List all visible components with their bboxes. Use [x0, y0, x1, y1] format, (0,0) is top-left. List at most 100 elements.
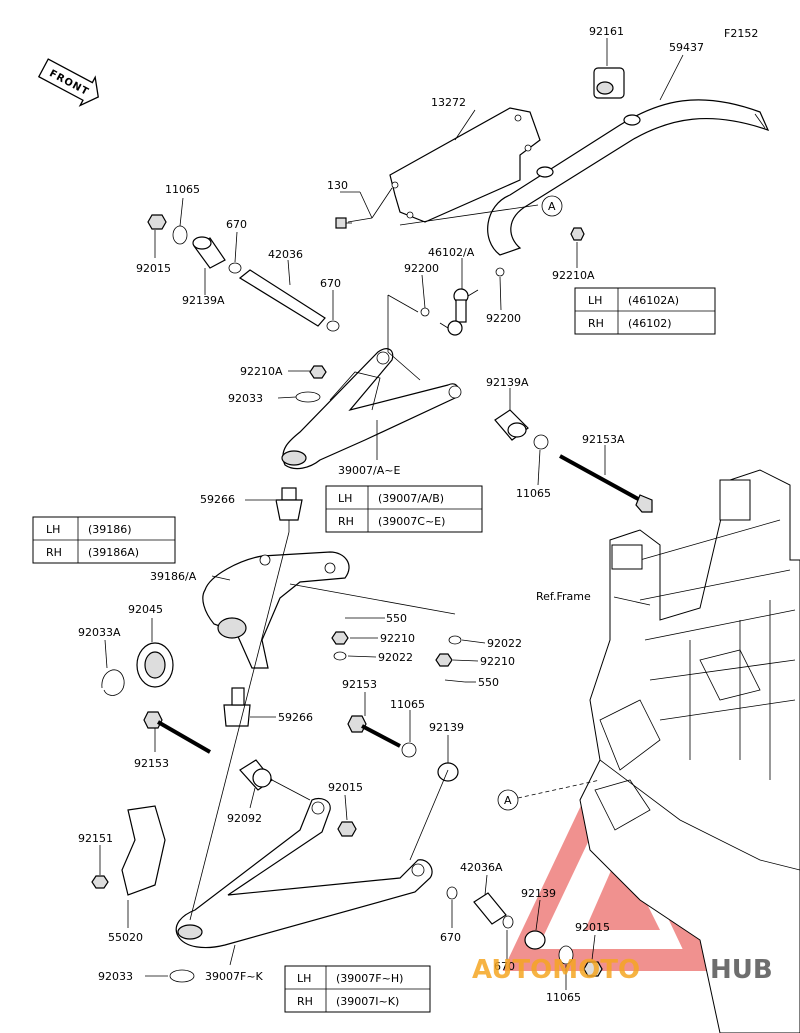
oring-670-a [228, 262, 242, 274]
watermark-text-hub: HUB [710, 955, 773, 985]
bolt-130 [335, 217, 352, 229]
callout-11065-bottom: 11065 [546, 991, 581, 1004]
callout-labels: 92161 59437 13272 130 11065 670 42036 92… [78, 25, 704, 1004]
callout-39186A: 39186/A [150, 570, 197, 583]
frame [579, 469, 800, 1033]
bolt-92153-left [143, 711, 211, 754]
callout-39007FK: 39007F~K [205, 970, 264, 983]
callout-42036A: 42036A [460, 861, 503, 874]
callout-92033-bottom: 92033 [98, 970, 133, 983]
nut-92210A-left [309, 365, 327, 379]
bushing-92161 [593, 67, 625, 99]
callout-92161: 92161 [589, 25, 624, 38]
nut-92015-top [147, 214, 167, 230]
callout-92139: 92139 [429, 721, 464, 734]
bushing-92092 [239, 759, 273, 791]
callout-92015-low: 92015 [575, 921, 610, 934]
oring-670-d [502, 915, 514, 929]
callout-92151: 92151 [78, 832, 113, 845]
bolt-92153A [559, 454, 653, 513]
ball-joint-59266-top [275, 487, 303, 532]
figure-code: F2152 [724, 27, 758, 40]
bushing-92139A-top [192, 236, 226, 269]
collar-42036A [473, 892, 507, 925]
callout-670-a: 670 [226, 218, 247, 231]
callout-92210A-top: 92210A [552, 269, 595, 282]
washer-11065-bottom [558, 945, 574, 965]
svg-text:(39007F~H): (39007F~H) [336, 972, 403, 985]
svg-text:RH: RH [297, 995, 313, 1008]
callout-92200-a: 92200 [404, 262, 439, 275]
callout-92139A-right: 92139A [486, 376, 529, 389]
svg-text:LH: LH [588, 294, 602, 307]
callout-39007AE: 39007/A~E [338, 464, 400, 477]
callout-92139A-top: 92139A [182, 294, 225, 307]
callout-130: 130 [327, 179, 348, 192]
stabilizer-bar [487, 99, 770, 256]
table-46102: LH (46102A) RH (46102) [574, 287, 716, 335]
callout-92045: 92045 [128, 603, 163, 616]
svg-text:(39186): (39186) [88, 523, 132, 536]
svg-text:LH: LH [46, 523, 60, 536]
table-39007AE: LH (39007/A/B) RH (39007C~E) [325, 485, 483, 533]
svg-text:(46102): (46102) [628, 317, 672, 330]
svg-text:(39186A): (39186A) [88, 546, 139, 559]
callout-92015-top: 92015 [136, 262, 171, 275]
washer-92200-a [420, 307, 430, 317]
callout-92200-b: 92200 [486, 312, 521, 325]
watermark-triangle-inner [585, 850, 660, 930]
svg-text:RH: RH [588, 317, 604, 330]
callout-92153A: 92153A [582, 433, 625, 446]
callout-92210-b: 92210 [480, 655, 515, 668]
guard-55020 [121, 805, 166, 896]
callout-59266-low: 59266 [278, 711, 313, 724]
watermark-text-automoto: AUTOMOTO [472, 955, 640, 985]
callout-550-b: 550 [478, 676, 499, 689]
callout-92139-low: 92139 [521, 887, 556, 900]
bolt-92153-mid [347, 715, 401, 748]
oring-670-b [326, 320, 340, 332]
svg-text:A: A [548, 200, 556, 213]
callout-13272: 13272 [431, 96, 466, 109]
callout-670-c: 670 [440, 931, 461, 944]
callout-92210-a: 92210 [380, 632, 415, 645]
small-hardware [331, 617, 466, 683]
callout-42036: 42036 [268, 248, 303, 261]
callout-11065-top: 11065 [165, 183, 200, 196]
oring-670-c [446, 886, 458, 900]
nut-92210A-top [570, 227, 585, 241]
nut-92015-mid [337, 821, 357, 837]
svg-text:LH: LH [297, 972, 311, 985]
callout-550-a: 550 [386, 612, 407, 625]
washer-11065-top [172, 225, 188, 245]
table-39186: LH (39186) RH (39186A) [32, 516, 176, 564]
callout-670-b: 670 [320, 277, 341, 290]
callout-59437: 59437 [669, 41, 704, 54]
bushing-92139 [437, 762, 459, 782]
collar-42036 [238, 269, 326, 327]
bushing-92139-low [524, 930, 546, 950]
table-39007FK: LH (39007F~H) RH (39007I~K) [284, 965, 431, 1013]
washer-11065-low [401, 742, 417, 758]
front-arrow-icon: FRONT [37, 58, 99, 107]
marker-a-low: A [497, 789, 519, 811]
svg-text:(46102A): (46102A) [628, 294, 679, 307]
svg-text:(39007C~E): (39007C~E) [378, 515, 445, 528]
callout-92015-mid: 92015 [328, 781, 363, 794]
stabilizer-link [439, 288, 479, 336]
svg-text:RH: RH [46, 546, 62, 559]
callout-59266-top: 59266 [200, 493, 235, 506]
callout-55020: 55020 [108, 931, 143, 944]
bushing-92139A-right [494, 409, 529, 441]
ball-joint-59266-low [223, 687, 251, 727]
svg-text:RH: RH [338, 515, 354, 528]
watermark-logo: AUTOMOTO HUB [472, 955, 773, 985]
bracket-13272 [389, 107, 541, 223]
lower-a-arm [175, 797, 433, 949]
svg-text:(39007/A/B): (39007/A/B) [378, 492, 444, 505]
callout-ref-frame: Ref.Frame [536, 590, 591, 603]
nut-92015-low [583, 961, 603, 977]
callout-11065-mid: 11065 [516, 487, 551, 500]
callout-92033-top: 92033 [228, 392, 263, 405]
